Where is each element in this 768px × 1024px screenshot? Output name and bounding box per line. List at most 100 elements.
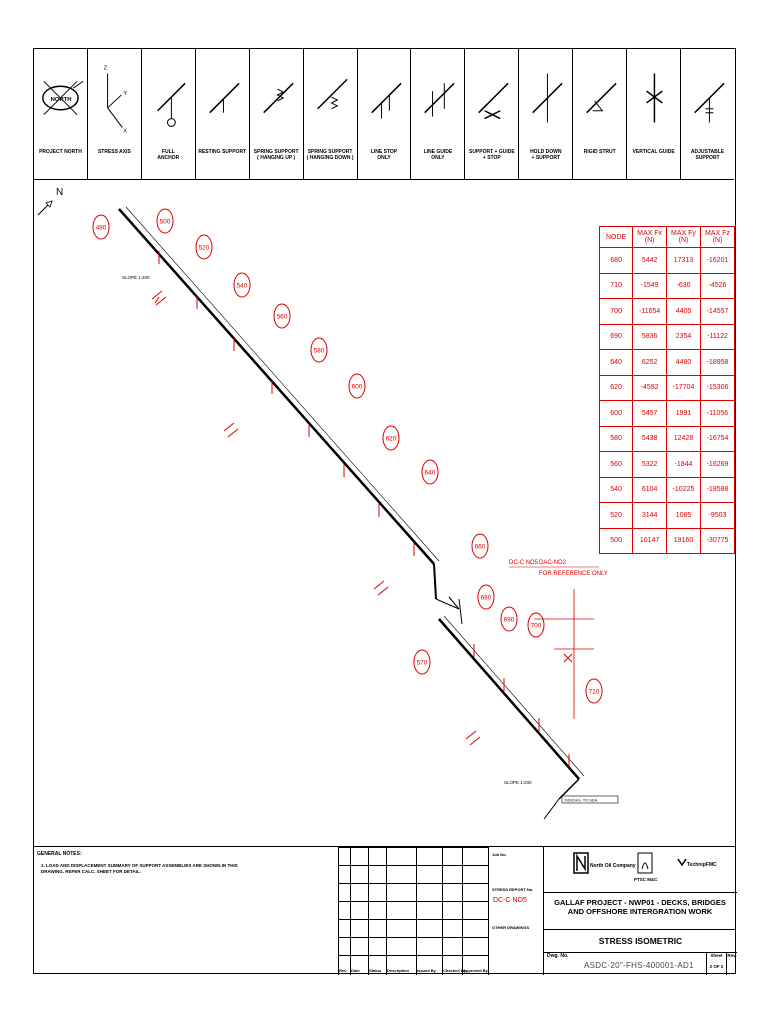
rev-row: [338, 901, 488, 902]
node-bubble: 690: [500, 606, 518, 632]
spring-up-icon: [262, 82, 294, 114]
company-3: TechnipFMC: [687, 862, 717, 868]
node-label: 620: [386, 436, 397, 443]
legend-label: VERTICAL GUIDE: [632, 149, 675, 155]
table-cell: 5442: [632, 247, 667, 274]
line-stop-icon: [370, 82, 402, 119]
table-cell: 700: [598, 298, 634, 325]
slope-label-1: SLOPE 1:200: [122, 275, 150, 280]
node-label: 560: [277, 314, 288, 321]
company-logos: North Oil Company PTSC M&C TechnipFMC: [543, 847, 737, 893]
table-row: 710-1549-630-4526: [598, 272, 736, 299]
ref-label-2: DAC-NO2: [539, 560, 567, 566]
table-cell: -16201: [699, 247, 736, 274]
table-header: MAX Fz (N): [699, 226, 736, 248]
rev-header: Checked By: [443, 968, 466, 973]
job-label: Job No.: [492, 852, 507, 857]
svg-text:NORTH: NORTH: [51, 97, 72, 103]
node-bubble: 560: [273, 303, 291, 329]
node-label: 500: [160, 219, 171, 226]
legend-cell: SPRING SUPPORT ( HANGING DOWN ): [304, 49, 358, 179]
project-title: GALLAF PROJECT - NWP01 - DECKS, BRIDGES …: [543, 892, 736, 930]
table-cell: -630: [666, 272, 701, 299]
legend-label: ADJUSTABLE SUPPORT: [690, 149, 725, 161]
table-cell: -16269: [699, 451, 736, 478]
dwg-label: Dwg. No.: [547, 953, 569, 959]
table-cell: 19160: [666, 527, 701, 554]
node-bubble: 700: [527, 612, 545, 638]
rev-row: [338, 919, 488, 920]
table-cell: 680: [598, 247, 634, 274]
node-label: 700: [531, 623, 542, 630]
node-label: 520: [199, 245, 210, 252]
table-cell: -9503: [699, 502, 736, 529]
node-bubble: 580: [310, 337, 328, 363]
node-bubbles: 4805005205405605806006206406606806907005…: [92, 208, 603, 704]
support-markers: [158, 251, 570, 767]
line-guide-icon: [424, 82, 456, 117]
sheet-title: STRESS ISOMETRIC: [543, 930, 737, 953]
resting-support-icon: [208, 82, 240, 114]
node-bubble: 640: [421, 459, 439, 485]
general-notes: GENERAL NOTES: 1. LOAD AND DISPLACEMENT …: [33, 847, 339, 975]
table-cell: 1085: [666, 502, 701, 529]
rev-header: Description: [387, 968, 410, 973]
title-block: GENERAL NOTES: 1. LOAD AND DISPLACEMENT …: [33, 846, 737, 975]
notes-header: GENERAL NOTES:: [37, 851, 82, 857]
project-line-2: AND OFFSHORE INTERGRATION WORK: [567, 907, 713, 916]
node-label: 640: [425, 470, 436, 477]
guide-symbols: [151, 290, 573, 746]
table-row: 620-4592-17704-15306: [598, 374, 736, 401]
legend-cell: LINE GUIDE ONLY: [411, 49, 466, 179]
node-label: 680: [481, 595, 492, 602]
table-cell: 520: [598, 502, 634, 529]
table-cell: -4526: [699, 272, 736, 299]
svg-text:X: X: [123, 128, 127, 134]
ptsc-logo: PTSC M&C: [634, 852, 658, 882]
rigid-strut-icon: [586, 82, 617, 114]
table-cell: -30775: [699, 527, 736, 554]
north-arrow-icon: N: [37, 187, 63, 216]
rev-col: [462, 847, 463, 975]
table-cell: 4405: [666, 298, 701, 325]
technipfmc-logo: TechnipFMC: [677, 858, 717, 868]
node-label: 710: [589, 689, 600, 696]
table-cell: 5322: [632, 451, 667, 478]
node-bubble: 480: [92, 214, 110, 240]
table-cell: 5836: [632, 323, 667, 350]
company-2: PTSC M&C: [634, 877, 658, 882]
box-note: DISCHG. TO SEA: [565, 798, 598, 803]
rev-header: Rev.: [339, 968, 348, 973]
table-cell: 640: [598, 349, 634, 376]
table-header: MAX Fy (N): [666, 226, 701, 248]
rev-header: Status: [369, 968, 382, 973]
rev-col: [386, 847, 387, 975]
node-label: 480: [96, 225, 107, 232]
legend-cell: ADJUSTABLE SUPPORT: [681, 49, 734, 179]
table-cell: -1844: [666, 451, 701, 478]
company-1: North Oil Company: [590, 863, 636, 869]
node-bubble: 710: [585, 678, 603, 704]
table-cell: 540: [598, 476, 634, 503]
table-cell: -4592: [632, 374, 667, 401]
legend-label: SPRING SUPPORT ( HANGING DOWN ): [306, 149, 354, 161]
north-label: N: [56, 187, 63, 198]
node-bubble: 540: [233, 272, 251, 298]
rev-col: [416, 847, 417, 975]
project-line-1: GALLAF PROJECT - NWP01 - DECKS, BRIDGES: [554, 898, 726, 907]
adjustable-support-icon: [694, 82, 725, 123]
drawing-number-block: Dwg. No. ASDC-20"-FHS-400001-AD1 Sheet 2…: [543, 952, 737, 975]
table-cell: -1549: [632, 272, 667, 299]
reference-info: Job No. STRESS REPORT No. DC-C NO5 OTHER…: [488, 847, 544, 975]
legend-cell: VERTICAL GUIDE: [627, 49, 682, 179]
table-cell: -15306: [699, 374, 736, 401]
